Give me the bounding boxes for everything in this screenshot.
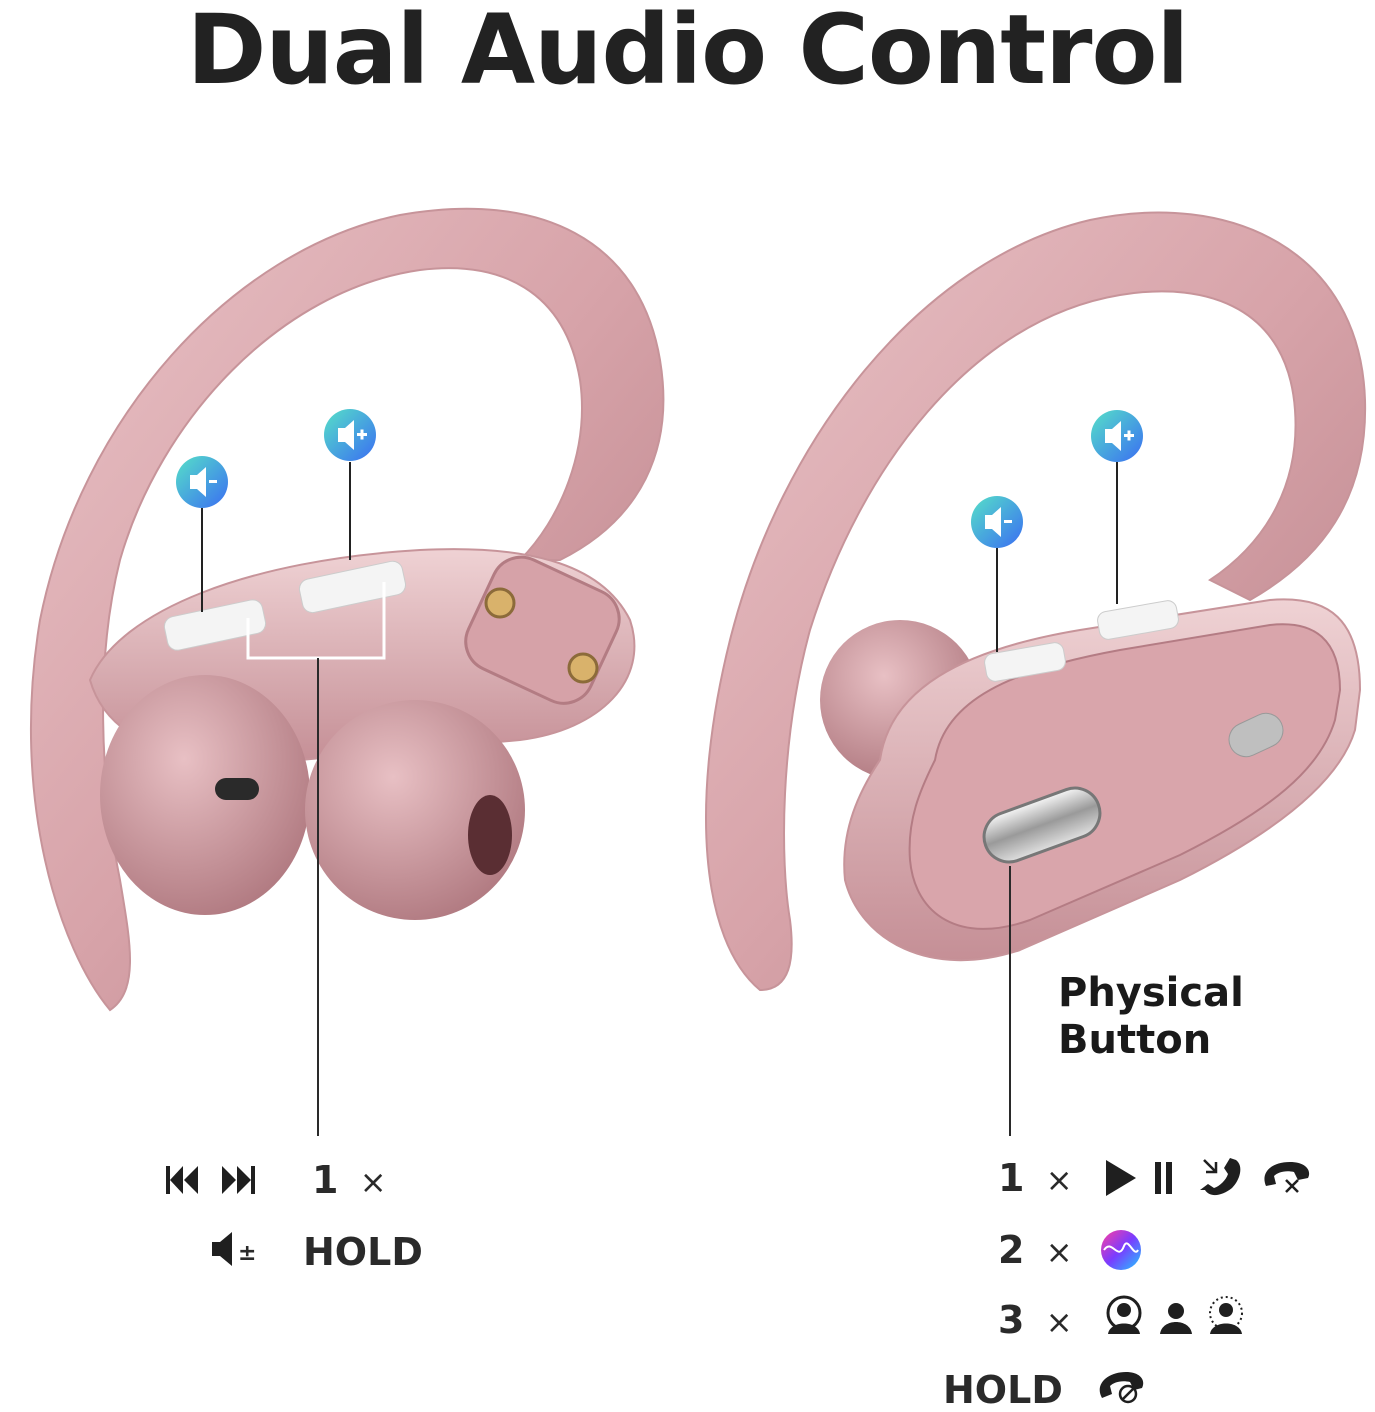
normal-mode-icon	[1160, 1303, 1192, 1334]
physical-button-label: Physical Button	[1058, 970, 1244, 1064]
charging-pin	[484, 587, 516, 619]
right-triple-press-label: 3 ×	[998, 1298, 1073, 1344]
physical-button-label-line1: Physical	[1058, 970, 1244, 1016]
left-earbud	[30, 207, 665, 1136]
times-symbol: ×	[1045, 1161, 1073, 1199]
right-ear-hook	[705, 211, 1367, 992]
volume-adjust-icon	[212, 1232, 232, 1266]
press-count: 1	[312, 1158, 339, 1202]
left-ear-tip	[305, 700, 525, 920]
volume-down-icon	[176, 456, 228, 508]
mesh-microphone	[1228, 712, 1284, 758]
end-call-icon	[1264, 1162, 1310, 1193]
left-volume-up-button[interactable]	[298, 559, 408, 614]
transparency-mode-icon	[1209, 1296, 1243, 1334]
ambient-mode-icon	[1106, 1295, 1142, 1334]
next-track-icon	[222, 1166, 255, 1194]
play-icon	[1106, 1160, 1136, 1196]
volume-up-icon	[1091, 410, 1143, 462]
previous-track-icon	[166, 1166, 198, 1194]
left-hold-label: HOLD	[303, 1230, 423, 1274]
press-count: 2	[998, 1228, 1025, 1272]
times-symbol: ×	[1045, 1233, 1073, 1271]
page-title: Dual Audio Control	[186, 0, 1190, 106]
press-count: 1	[998, 1156, 1025, 1200]
left-single-press-label: 1 ×	[312, 1158, 387, 1204]
siri-icon	[1101, 1230, 1141, 1270]
right-double-press-label: 2 ×	[998, 1228, 1073, 1274]
right-earbud	[705, 211, 1367, 1136]
right-single-press-label: 1 ×	[998, 1156, 1073, 1202]
right-volume-up-button[interactable]	[1096, 599, 1180, 640]
charging-pin	[567, 652, 599, 684]
volume-plus-minus: ±	[238, 1241, 257, 1266]
right-volume-down-button[interactable]	[983, 641, 1067, 682]
answer-call-icon	[1200, 1158, 1241, 1196]
volume-up-icon	[324, 409, 376, 461]
microphone-grille	[215, 778, 259, 800]
right-hold-label: HOLD	[943, 1368, 1063, 1412]
press-count: 3	[998, 1298, 1025, 1342]
times-symbol: ×	[359, 1163, 387, 1201]
ear-tip-opening	[468, 795, 512, 875]
left-volume-down-button[interactable]	[163, 598, 268, 652]
left-earbud-speaker	[100, 675, 310, 915]
pause-icon	[1155, 1162, 1172, 1194]
times-symbol: ×	[1045, 1303, 1073, 1341]
volume-down-icon	[971, 496, 1023, 548]
physical-button-label-line2: Button	[1058, 1017, 1212, 1063]
physical-button[interactable]	[977, 781, 1107, 869]
reject-call-icon	[1099, 1372, 1144, 1404]
